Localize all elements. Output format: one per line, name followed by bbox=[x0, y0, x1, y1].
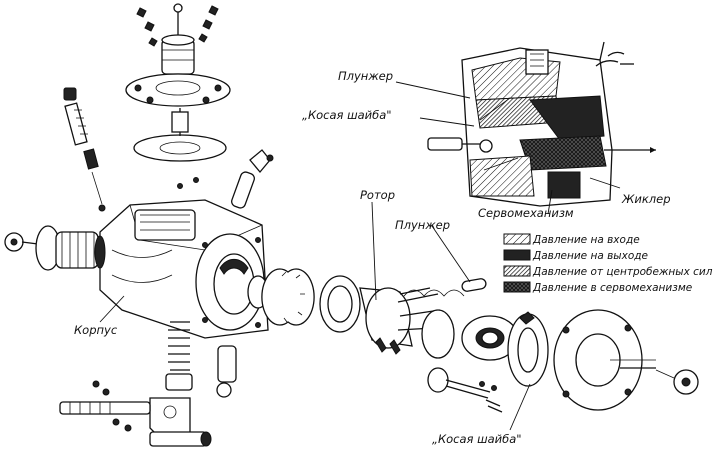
legend-swatch-inlet bbox=[503, 233, 531, 245]
valve-stack-left bbox=[63, 87, 106, 212]
legend-swatch-servo bbox=[503, 281, 531, 293]
lower-spring-and-fitting bbox=[59, 321, 212, 447]
legend: Давление на входе Давление на выходе Дав… bbox=[503, 233, 713, 294]
label-plunger-mid: Плунжер bbox=[395, 218, 450, 232]
rotor-group bbox=[247, 268, 487, 355]
end-cover bbox=[553, 309, 699, 411]
label-jet: Жиклер bbox=[621, 192, 671, 206]
pump-body bbox=[99, 199, 269, 339]
top-bolts bbox=[136, 3, 219, 47]
label-rotor: Ротор bbox=[360, 188, 395, 202]
label-servo: Сервомеханизм bbox=[478, 206, 574, 220]
drive-shaft-left bbox=[4, 225, 106, 271]
legend-label-outlet: Давление на выходе bbox=[532, 250, 648, 262]
leader-lines bbox=[99, 81, 621, 431]
small-parts-center bbox=[177, 149, 274, 398]
legend-label-inlet: Давление на входе bbox=[532, 234, 640, 246]
label-plunger-top: Плунжер bbox=[338, 69, 393, 83]
legend-swatch-centrifugal bbox=[503, 265, 531, 277]
label-swash-plate-top: „Косая шайба" bbox=[302, 108, 392, 122]
section-inset bbox=[427, 41, 656, 207]
label-swash-plate-bottom: „Косая шайба" bbox=[432, 432, 522, 446]
spring-cap bbox=[161, 34, 195, 75]
swash-plate bbox=[507, 311, 549, 387]
legend-swatch-outlet bbox=[503, 249, 531, 261]
legend-label-centrifugal: Давление от центробежных сил bbox=[532, 266, 713, 278]
legend-label-servo: Давление в сервомеханизме bbox=[532, 282, 692, 294]
label-body: Корпус bbox=[74, 323, 118, 337]
cover-plate bbox=[125, 73, 231, 107]
governor-shaft bbox=[427, 367, 503, 413]
bearing bbox=[421, 309, 519, 361]
gasket bbox=[133, 108, 227, 162]
